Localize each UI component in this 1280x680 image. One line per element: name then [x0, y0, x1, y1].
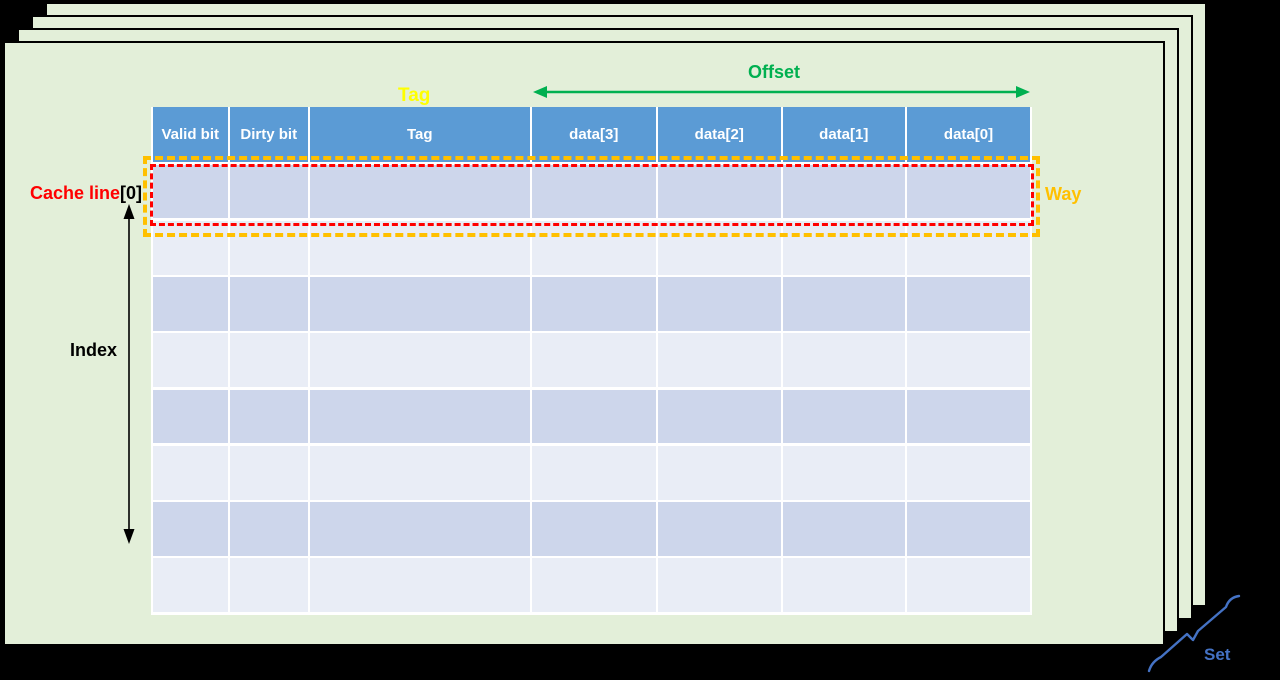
cache-cell — [532, 164, 656, 219]
cache-cell — [783, 277, 905, 331]
cache-cell — [310, 333, 530, 387]
cache-cell — [783, 558, 905, 612]
cache-cell — [230, 333, 308, 387]
cache-line-highlight-box — [150, 164, 1034, 226]
cache-cell — [230, 558, 308, 612]
column-header: Tag — [310, 107, 530, 162]
cache-cell — [907, 164, 1030, 219]
cache-cell — [230, 502, 308, 556]
cache-cell — [532, 277, 656, 331]
cache-cell — [230, 277, 308, 331]
column-header: data[1] — [783, 107, 905, 162]
cache-cell — [310, 164, 530, 219]
cache-line-index-text: [0] — [120, 183, 142, 203]
set-label: Set — [1204, 645, 1231, 664]
cache-cell — [907, 333, 1030, 387]
column-header: Dirty bit — [230, 107, 308, 162]
cache-cell — [658, 445, 781, 500]
cache-cell — [907, 220, 1030, 275]
cache-cell — [532, 558, 656, 612]
cache-cell — [783, 333, 905, 387]
cache-cell — [658, 164, 781, 219]
offset-field-label: Offset — [748, 62, 801, 82]
cache-line-label: Cache line[0] — [16, 183, 142, 204]
cache-cell — [658, 558, 781, 612]
cache-cell — [153, 502, 228, 556]
column-header: Valid bit — [153, 107, 228, 162]
cache-cell — [783, 389, 905, 444]
cache-cell — [153, 277, 228, 331]
cache-cell — [907, 445, 1030, 500]
cache-cell — [658, 220, 781, 275]
cache-cell — [310, 558, 530, 612]
cache-cell — [532, 445, 656, 500]
cache-cell — [153, 164, 228, 219]
tag-field-label: Tag — [398, 85, 431, 106]
cache-cell — [907, 558, 1030, 612]
cache-cell — [907, 389, 1030, 444]
cache-cell — [907, 277, 1030, 331]
cache-cell — [230, 445, 308, 500]
cache-cell — [532, 220, 656, 275]
cache-cell — [907, 502, 1030, 556]
cache-cell — [310, 220, 530, 275]
cache-cell — [532, 502, 656, 556]
cache-cell — [153, 445, 228, 500]
cache-cell — [153, 333, 228, 387]
cache-cell — [658, 502, 781, 556]
cache-cell — [532, 389, 656, 444]
cache-cell — [230, 164, 308, 219]
cache-cell — [532, 333, 656, 387]
way-label: Way — [1045, 184, 1082, 204]
cache-cell — [783, 445, 905, 500]
cache-cell — [153, 389, 228, 444]
cache-cell — [783, 164, 905, 219]
cache-cell — [310, 502, 530, 556]
way-highlight-box — [143, 156, 1040, 237]
index-label: Index — [70, 340, 118, 360]
cache-cell — [310, 445, 530, 500]
cache-cell — [230, 389, 308, 444]
cache-cell — [783, 502, 905, 556]
cache-cell — [658, 389, 781, 444]
column-header: data[2] — [658, 107, 781, 162]
cache-cell — [230, 220, 308, 275]
cache-cell — [310, 277, 530, 331]
cache-cell — [658, 333, 781, 387]
column-header: data[0] — [907, 107, 1030, 162]
cache-cell — [153, 220, 228, 275]
cache-cell — [310, 389, 530, 444]
cache-cell — [658, 277, 781, 331]
cache-line-text: Cache line — [29, 183, 120, 203]
cache-cell — [153, 558, 228, 612]
column-header: data[3] — [532, 107, 656, 162]
cache-cell — [783, 220, 905, 275]
